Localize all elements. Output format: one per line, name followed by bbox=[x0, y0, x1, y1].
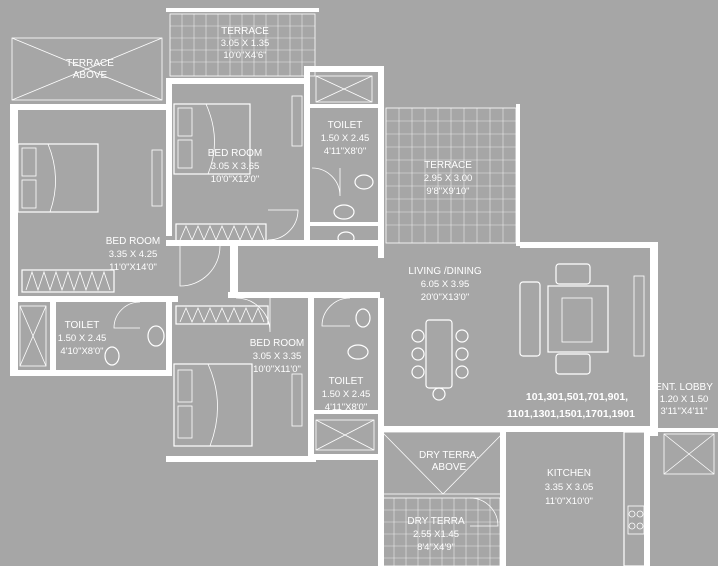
svg-text:10'0"X4'6": 10'0"X4'6" bbox=[223, 50, 266, 61]
svg-text:4'11"X8'0": 4'11"X8'0" bbox=[324, 146, 366, 157]
label-dry-terrace-above: DRY TERRA. ABOVE bbox=[419, 450, 479, 473]
svg-text:3.05 X 3.65: 3.05 X 3.65 bbox=[211, 161, 260, 172]
label-living-dining: LIVING /DINING 6.05 X 3.95 20'0"X13'0" bbox=[408, 266, 482, 303]
label-bed-room-top: BED ROOM 3.05 X 3.65 10'0"X12'0" bbox=[208, 148, 262, 185]
label-terrace-above-left: TERRACE ABOVE bbox=[66, 58, 114, 81]
svg-text:1.50 X 2.45: 1.50 X 2.45 bbox=[321, 133, 370, 144]
furniture bbox=[17, 75, 715, 566]
svg-text:ABOVE: ABOVE bbox=[73, 70, 108, 81]
svg-text:8'4"X4'9": 8'4"X4'9" bbox=[417, 542, 455, 553]
label-kitchen: KITCHEN 3.35 X 3.05 11'0"X10'0" bbox=[545, 468, 594, 507]
svg-text:BED ROOM: BED ROOM bbox=[250, 338, 304, 349]
svg-text:3.35 X 3.05: 3.35 X 3.05 bbox=[545, 482, 594, 493]
svg-text:3.05 X 1.35: 3.05 X 1.35 bbox=[221, 38, 270, 49]
svg-text:4'11"X8'0": 4'11"X8'0" bbox=[325, 402, 367, 413]
svg-text:101,301,501,701,901,: 101,301,501,701,901, bbox=[526, 391, 628, 403]
svg-text:1.50 X 2.45: 1.50 X 2.45 bbox=[58, 333, 107, 344]
svg-text:TOILET: TOILET bbox=[328, 120, 363, 131]
svg-text:10'0"X11'0": 10'0"X11'0" bbox=[253, 364, 301, 375]
svg-text:20'0"X13'0": 20'0"X13'0" bbox=[421, 292, 469, 303]
label-toilet-top: TOILET 1.50 X 2.45 4'11"X8'0" bbox=[321, 120, 370, 157]
svg-text:1.50 X 2.45: 1.50 X 2.45 bbox=[322, 389, 371, 400]
svg-text:ABOVE: ABOVE bbox=[432, 462, 467, 473]
svg-text:3.05 X 3.35: 3.05 X 3.35 bbox=[253, 351, 302, 362]
svg-text:TOILET: TOILET bbox=[65, 320, 100, 331]
svg-text:TOILET: TOILET bbox=[329, 376, 364, 387]
doors bbox=[113, 167, 499, 527]
terrace-above-left-area bbox=[11, 37, 163, 101]
label-bed-room-bottom: BED ROOM 3.05 X 3.35 10'0"X11'0" bbox=[250, 338, 304, 375]
svg-text:10'0"X12'0": 10'0"X12'0" bbox=[211, 174, 259, 185]
label-toilet-mid: TOILET 1.50 X 2.45 4'11"X8'0" bbox=[322, 376, 371, 413]
svg-text:3'11"X4'11": 3'11"X4'11" bbox=[661, 406, 708, 417]
svg-text:LIVING /DINING: LIVING /DINING bbox=[408, 266, 482, 277]
svg-text:BED ROOM: BED ROOM bbox=[106, 236, 160, 247]
svg-text:11'0"X14'0": 11'0"X14'0" bbox=[109, 262, 157, 273]
svg-text:1.20 X 1.50: 1.20 X 1.50 bbox=[660, 394, 709, 405]
svg-text:BED ROOM: BED ROOM bbox=[208, 148, 262, 159]
svg-text:3.35 X 4.25: 3.35 X 4.25 bbox=[109, 249, 158, 260]
svg-text:9'8"X9'10": 9'8"X9'10" bbox=[426, 186, 469, 197]
label-bed-room-left: BED ROOM 3.35 X 4.25 11'0"X14'0" bbox=[106, 236, 160, 273]
svg-text:DRY TERRA.: DRY TERRA. bbox=[419, 450, 479, 461]
terrace-top-area bbox=[166, 8, 319, 77]
terrace-right-area bbox=[385, 104, 520, 246]
svg-text:2.55 X1.45: 2.55 X1.45 bbox=[413, 529, 459, 540]
svg-text:KITCHEN: KITCHEN bbox=[547, 468, 591, 479]
label-terrace-right: TERRACE 2.95 X 3.00 9'8"X9'10" bbox=[424, 160, 473, 197]
svg-text:TERRACE: TERRACE bbox=[221, 26, 269, 37]
svg-text:DRY TERRA: DRY TERRA bbox=[407, 516, 465, 527]
svg-text:6.05 X 3.95: 6.05 X 3.95 bbox=[421, 279, 470, 290]
svg-text:ENT. LOBBY: ENT. LOBBY bbox=[655, 382, 713, 393]
svg-text:11'0"X10'0": 11'0"X10'0" bbox=[545, 496, 593, 507]
label-dry-terrace: DRY TERRA 2.55 X1.45 8'4"X4'9" bbox=[407, 516, 465, 553]
svg-text:4'10"X8'0": 4'10"X8'0" bbox=[60, 346, 103, 357]
unit-numbers: 101,301,501,701,901, 1101,1301,1501,1701… bbox=[507, 391, 635, 420]
svg-text:TERRACE: TERRACE bbox=[66, 58, 114, 69]
label-toilet-left: TOILET 1.50 X 2.45 4'10"X8'0" bbox=[58, 320, 107, 357]
svg-text:TERRACE: TERRACE bbox=[424, 160, 472, 171]
label-terrace-top: TERRACE 3.05 X 1.35 10'0"X4'6" bbox=[221, 26, 270, 61]
walls bbox=[10, 66, 718, 566]
svg-text:2.95 X 3.00: 2.95 X 3.00 bbox=[424, 173, 473, 184]
label-ent-lobby: ENT. LOBBY 1.20 X 1.50 3'11"X4'11" bbox=[655, 382, 713, 417]
svg-text:1101,1301,1501,1701,1901: 1101,1301,1501,1701,1901 bbox=[507, 408, 635, 420]
